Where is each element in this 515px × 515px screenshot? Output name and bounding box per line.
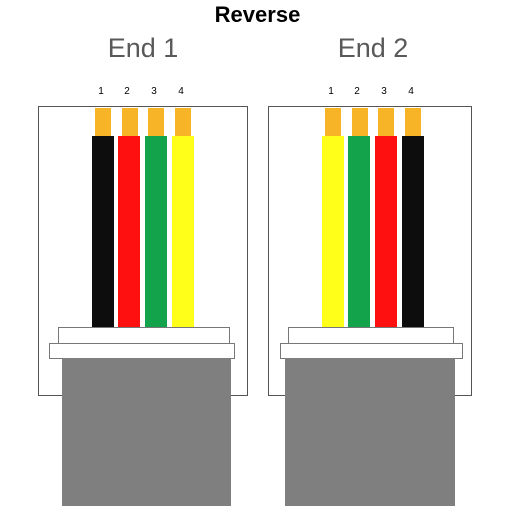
pin-contact (352, 108, 368, 136)
pin-number: 1 (328, 86, 334, 97)
pin-contact (95, 108, 111, 136)
wire (118, 136, 140, 331)
pin-contact (325, 108, 341, 136)
wire (145, 136, 167, 331)
end-1-label: End 1 (107, 33, 179, 63)
pin-number: 4 (178, 86, 184, 97)
pin-number: 3 (151, 86, 157, 97)
connector-cap-ledge (280, 343, 463, 359)
pin-contact (378, 108, 394, 136)
wire (375, 136, 397, 331)
wire (348, 136, 370, 331)
connector-cap-ledge (49, 343, 235, 359)
wire (172, 136, 194, 331)
pin-number: 1 (98, 86, 104, 97)
pin-number: 4 (408, 86, 414, 97)
diagram-title: Reverse (214, 2, 301, 27)
pin-contact (405, 108, 421, 136)
pin-number: 3 (381, 86, 387, 97)
connector-boot (62, 358, 231, 506)
wire (402, 136, 424, 331)
pin-contact (122, 108, 138, 136)
end-2-label: End 2 (337, 33, 409, 63)
pin-number: 2 (124, 86, 130, 97)
wire (322, 136, 344, 331)
pin-contact (148, 108, 164, 136)
wire (92, 136, 114, 331)
pin-number: 2 (354, 86, 360, 97)
connector-boot (285, 358, 455, 506)
pin-contact (175, 108, 191, 136)
